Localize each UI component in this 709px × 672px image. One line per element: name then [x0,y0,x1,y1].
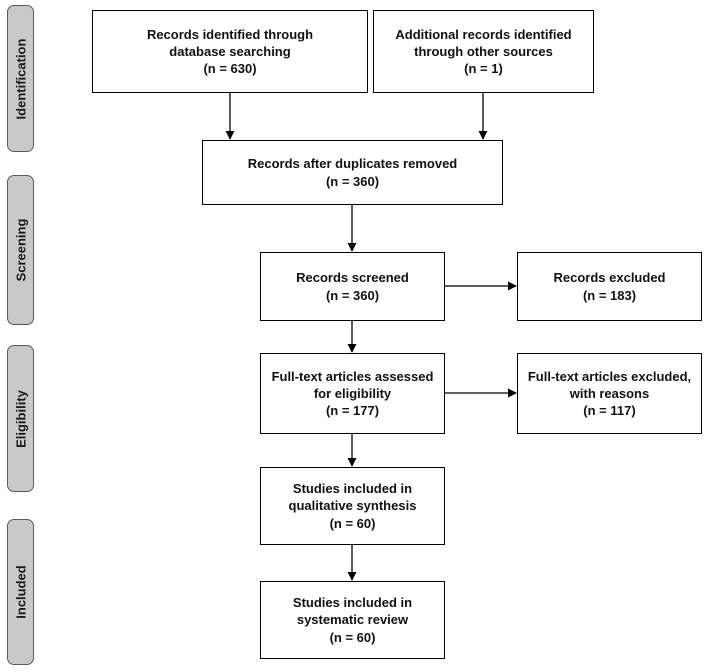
box-qualitative-synthesis: Studies included in qualitative synthesi… [260,467,445,545]
phase-included: Included [7,519,34,665]
box-records-excluded-line-1: Records excluded [553,270,666,286]
box-qualitative-synthesis-line-3: (n = 60) [329,515,376,531]
box-qualitative-synthesis-line-1: Studies included in [292,481,413,497]
box-systematic-review-line-1: Studies included in [292,595,413,611]
box-fulltext-assessed: Full-text articles assessed for eligibil… [260,353,445,434]
box-fulltext-assessed-line-1: Full-text articles assessed [271,368,434,384]
box-after-duplicates: Records after duplicates removed (n = 36… [202,140,503,205]
phase-identification: Identification [7,5,34,152]
box-fulltext-assessed-line-3: (n = 177) [325,403,380,419]
box-records-screened: Records screened (n = 360) [260,252,445,321]
box-fulltext-excluded-line-3: (n = 117) [583,403,636,419]
box-fulltext-excluded: Full-text articles excluded, with reason… [517,353,702,434]
box-database-searching-line-1: Records identified through [146,26,314,42]
box-after-duplicates-line-1: Records after duplicates removed [247,156,458,172]
box-other-sources-line-3: (n = 1) [464,61,503,77]
box-other-sources: Additional records identified through ot… [373,10,594,93]
box-records-excluded: Records excluded (n = 183) [517,252,702,321]
box-fulltext-excluded-line-1: Full-text articles excluded, [527,368,692,384]
box-records-screened-line-1: Records screened [296,270,409,286]
box-fulltext-assessed-line-2: for eligibility [313,385,392,401]
box-qualitative-synthesis-line-2: qualitative synthesis [288,498,417,514]
box-other-sources-line-1: Additional records identified [395,26,572,42]
box-systematic-review-line-3: (n = 60) [329,629,376,645]
box-records-excluded-line-2: (n = 183) [582,287,637,303]
box-database-searching: Records identified through database sear… [92,10,368,93]
box-fulltext-excluded-line-2: with reasons [569,385,650,401]
box-database-searching-line-3: (n = 630) [203,61,257,77]
box-after-duplicates-line-2: (n = 360) [325,173,380,189]
box-systematic-review: Studies included in systematic review (n… [260,581,445,659]
box-database-searching-line-2: database searching [169,43,291,59]
box-other-sources-line-2: through other sources [414,43,553,59]
phase-screening: Screening [7,175,34,325]
phase-eligibility: Eligibility [7,345,34,492]
box-records-screened-line-2: (n = 360) [325,287,380,303]
box-systematic-review-line-2: systematic review [296,612,409,628]
